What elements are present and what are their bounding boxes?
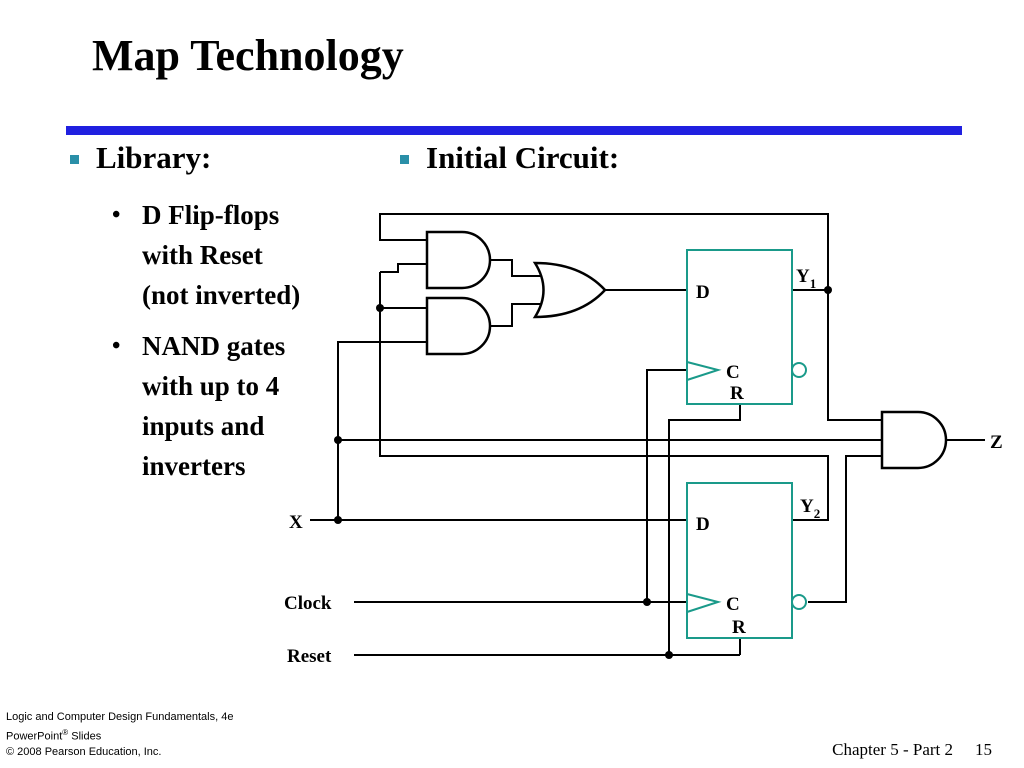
ff1-r-label: R: [730, 383, 744, 404]
circuit-heading: Initial Circuit:: [426, 140, 620, 175]
input-x-label: X: [289, 512, 303, 533]
and-gate-bottom: [425, 296, 492, 356]
input-reset-label: Reset: [287, 646, 332, 667]
library-heading: Library:: [96, 140, 212, 175]
wire-clock-to-ff1: [646, 369, 687, 602]
bullet-square: [70, 155, 79, 164]
wire-and2-to-or: [490, 303, 541, 327]
flip-flop-1: [686, 249, 807, 405]
footer-chapter: Chapter 5 - Part 2: [832, 740, 953, 759]
junction-dot: [665, 651, 673, 659]
junction-dot: [643, 598, 651, 606]
library-item-line: with Reset: [142, 240, 263, 270]
junction-dot: [334, 516, 342, 524]
junction-dot: [824, 286, 832, 294]
footer-line: PowerPoint® Slides: [6, 728, 102, 743]
title-underline: [66, 126, 962, 135]
footer-line: Logic and Computer Design Fundamentals, …: [6, 711, 234, 723]
wire-and2-in2: [337, 341, 427, 520]
wire-y2-out: [792, 470, 829, 521]
wire-and1-to-or: [490, 259, 541, 277]
library-item-line: (not inverted): [142, 280, 301, 310]
wire-y1-to-and: [827, 290, 882, 421]
wire-left-bus: [379, 272, 829, 470]
bullet-square: [400, 155, 409, 164]
library-item-line: NAND gates: [142, 331, 286, 361]
input-clock-label: Clock: [284, 593, 332, 614]
flip-flop-2: [686, 482, 807, 639]
footer-chapter-page: Chapter 5 - Part 2 15: [832, 740, 992, 760]
wire-reset-to-ff1: [668, 404, 741, 655]
ff1-c-label: C: [726, 362, 740, 383]
output-z-label: Z: [990, 432, 1003, 453]
wire-y1-feedback: [379, 213, 829, 290]
ff2-y-label: Y2: [800, 496, 820, 521]
wire-y2n-to-and: [808, 455, 882, 603]
ff2-c-label: C: [726, 594, 740, 615]
ff2-r-label: R: [732, 617, 746, 638]
junction-dot: [334, 436, 342, 444]
footer-copyright: Logic and Computer Design Fundamentals, …: [6, 710, 233, 760]
ff1-y-label: Y1: [796, 266, 816, 291]
bullet-dot: •: [112, 333, 121, 359]
library-item-line: inverters: [142, 451, 246, 481]
footer-line: © 2008 Pearson Education, Inc.: [6, 745, 162, 758]
library-item-line: D Flip-flops: [142, 200, 280, 230]
page-number: 15: [975, 740, 992, 759]
junction-dot: [376, 304, 384, 312]
library-item-line: with up to 4: [142, 371, 280, 401]
or-gate: [532, 261, 607, 319]
and-gate-output: [880, 410, 948, 470]
and-gate-top: [425, 230, 492, 290]
library-item-line: inputs and: [142, 411, 265, 441]
slide-title: Map Technology: [92, 31, 404, 80]
ff2-d-label: D: [696, 514, 710, 535]
bullet-dot: •: [112, 202, 121, 228]
ff1-d-label: D: [696, 282, 710, 303]
wire-and1-in2: [380, 263, 427, 273]
